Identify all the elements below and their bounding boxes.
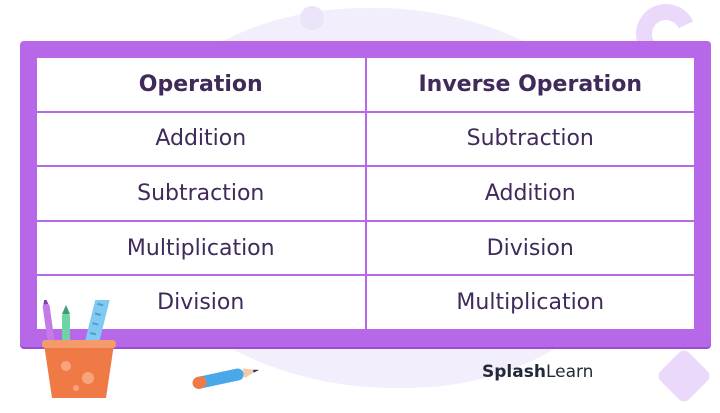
table-cell-inverse: Subtraction <box>366 112 694 166</box>
brand-part-learn: Learn <box>545 362 594 382</box>
pencil-cup-icon <box>42 300 116 398</box>
column-header-operation: Operation <box>37 58 365 111</box>
brand-part-splash: Splash <box>482 362 546 382</box>
table-cell-inverse: Division <box>366 221 694 275</box>
table-cell-inverse: Addition <box>366 167 694 220</box>
diamond-decoration <box>655 347 713 405</box>
pen-icon <box>192 368 260 389</box>
table-cell-operation: Addition <box>37 112 365 166</box>
table-cell-operation: Subtraction <box>37 167 365 220</box>
table-cell-inverse: Multiplication <box>366 276 694 329</box>
table-cell-operation: Multiplication <box>37 221 365 275</box>
background-dot <box>300 6 324 30</box>
column-header-inverse-operation: Inverse Operation <box>366 58 694 111</box>
splashlearn-logo: SplashLearn <box>482 362 593 382</box>
inverse-operations-table: Operation Inverse Operation Addition Sub… <box>37 58 694 329</box>
